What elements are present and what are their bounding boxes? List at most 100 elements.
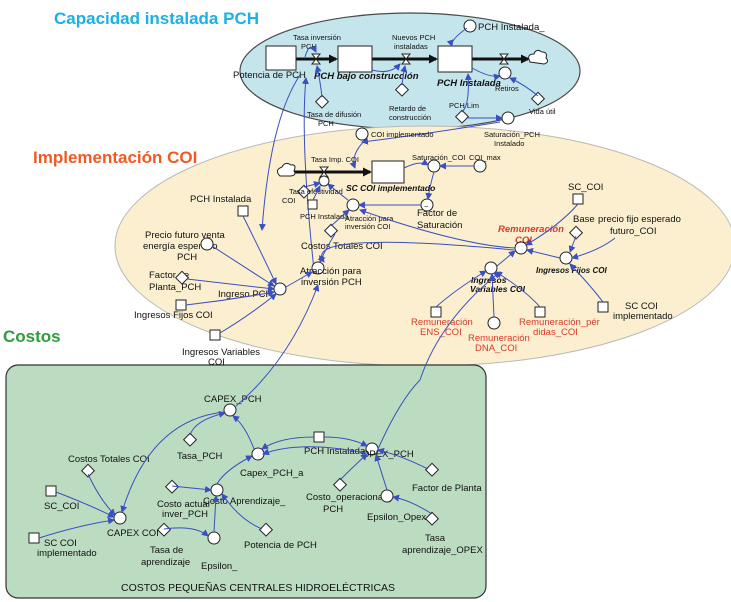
sc-coi-impl-shadow-2[interactable] — [28, 532, 40, 544]
pch-instalada-label: PCH Instalada — [190, 194, 252, 205]
sc-coi-impl-label-2: SC COI — [44, 538, 77, 549]
valve-nuevos[interactable] — [400, 53, 412, 65]
cloud-source-icon — [276, 162, 296, 177]
retardo-const[interactable] — [394, 82, 410, 97]
valve-retiros[interactable] — [498, 53, 510, 65]
sc-coi-label-2: SC_COI — [44, 501, 79, 512]
rem-ens-shadow[interactable] — [430, 306, 442, 318]
potencia-pch-stock[interactable] — [265, 45, 297, 71]
costos-totales-coi-const[interactable] — [323, 223, 339, 238]
retiros-aux[interactable] — [498, 66, 512, 80]
rem-perdidas-shadow[interactable] — [534, 306, 546, 318]
vida-util-label: Vida útil — [529, 107, 556, 116]
pch-bajo-construccion-stock[interactable] — [337, 45, 373, 73]
base-const[interactable] — [568, 225, 584, 240]
coi-implementado-label: COI implementado — [371, 130, 434, 139]
ingresos-fijos-shadow[interactable] — [175, 299, 187, 311]
pch-instalada-shadow-coi[interactable] — [237, 205, 249, 217]
ingresos-variables-coi-aux[interactable] — [484, 261, 498, 275]
atraccion-coi-aux[interactable] — [346, 198, 360, 212]
factor-planta-const-2[interactable] — [424, 462, 440, 477]
tasa-aprendizaje-opex-label: Tasa — [425, 533, 446, 544]
tasa-aprendizaje-opex-const[interactable] — [424, 511, 440, 526]
capex-pch-aux[interactable] — [223, 403, 237, 417]
ingresos-variables-label: Ingresos Variables — [182, 347, 260, 358]
sc-coi-shadow[interactable] — [572, 193, 584, 205]
pch-instalada-shadow[interactable] — [463, 19, 477, 33]
tasa-imp-aux[interactable] — [318, 175, 330, 187]
valve-tasa-imp[interactable] — [318, 166, 330, 178]
costos-links — [38, 271, 501, 539]
costo-aprendizaje-aux[interactable] — [210, 483, 224, 497]
costo-actual-const[interactable] — [164, 479, 180, 494]
tasa-aprendizaje-const[interactable] — [156, 522, 172, 537]
factor-planta-label: Factor de — [149, 270, 189, 281]
costos-totales-coi-const-2[interactable] — [80, 463, 96, 478]
valve-tasa-inversion[interactable] — [310, 53, 322, 65]
tasa-difusion-const[interactable] — [314, 94, 330, 109]
tasa-pch-label: Tasa_PCH — [177, 451, 223, 462]
factor-planta-const[interactable] — [174, 270, 190, 285]
precio-futuro-label: Precio futuro venta — [145, 230, 225, 241]
retiros-label: Retiros — [495, 84, 519, 93]
pch-lim-label: PCH Lim — [449, 101, 479, 110]
pch-instalada-shadow-costos[interactable] — [313, 431, 325, 443]
sc-coi-impl-shadow[interactable] — [597, 301, 609, 313]
ingreso-pch-label: Ingreso PCH — [218, 289, 273, 300]
pch-instalada-stock[interactable] — [437, 45, 473, 73]
tasa-pch-const[interactable] — [182, 432, 198, 447]
potencia-pch-const[interactable] — [258, 522, 274, 537]
costos-footer: COSTOS PEQUEÑAS CENTRALES HIDROELÉCTRICA… — [121, 581, 395, 594]
saturacion-coi-label: Saturación_COI — [412, 153, 465, 162]
factor-planta-label-2: Factor de Planta — [412, 483, 482, 494]
coi-implementado-shadow[interactable] — [355, 127, 369, 141]
pch-bajo-construccion-label: PCH bajo construcción — [314, 71, 419, 82]
tasa-difusion-label: Tasa de difusión — [307, 110, 361, 119]
sc-coi-shadow-2[interactable] — [45, 485, 57, 497]
remuneracion-coi-label: Remuneración — [498, 224, 564, 235]
precio-fijo-label: precio fijo esperado — [598, 214, 681, 225]
sc-coi-implementado-stock[interactable] — [371, 160, 405, 184]
pch-lim-const[interactable] — [454, 109, 470, 124]
saturacion-pch-aux[interactable] — [501, 111, 515, 125]
precio-futuro-aux[interactable] — [200, 237, 214, 251]
atraccion-coi-label: Atracción para — [345, 214, 394, 223]
capex-pch-a-aux[interactable] — [251, 447, 265, 461]
rem-dna-aux[interactable] — [487, 316, 501, 330]
ingresos-variables-shadow[interactable] — [209, 329, 221, 341]
sc-coi-label: SC_COI — [568, 182, 603, 193]
ingreso-pch-aux[interactable] — [273, 282, 287, 296]
tasa-aprendizaje-label: Tasa de — [150, 545, 183, 556]
pch-links — [258, 27, 539, 271]
coi-max-label: COI_max — [469, 153, 501, 162]
vida-util-const[interactable] — [530, 91, 546, 106]
capex-coi-aux[interactable] — [113, 511, 127, 525]
costo-aprendizaje-label: Costo Aprendizaje_ — [203, 496, 286, 507]
capex-pch-a-label: Capex_PCH_a — [240, 468, 304, 479]
epsilon-opex-aux[interactable] — [380, 489, 394, 503]
base-label: Base — [573, 214, 595, 225]
tasa-efectividad-const[interactable] — [296, 184, 312, 199]
epsilon-aux[interactable] — [207, 531, 221, 545]
opex-pch-label: OPEX_PCH — [362, 449, 414, 460]
remuneracion-coi-aux[interactable] — [514, 241, 528, 255]
nuevos-label: Nuevos PCH — [392, 33, 435, 42]
pch-instalada-small-shadow[interactable] — [307, 199, 318, 210]
ingresos-fijos-coi-aux[interactable] — [559, 251, 573, 265]
costo-operacional-const[interactable] — [332, 477, 348, 492]
